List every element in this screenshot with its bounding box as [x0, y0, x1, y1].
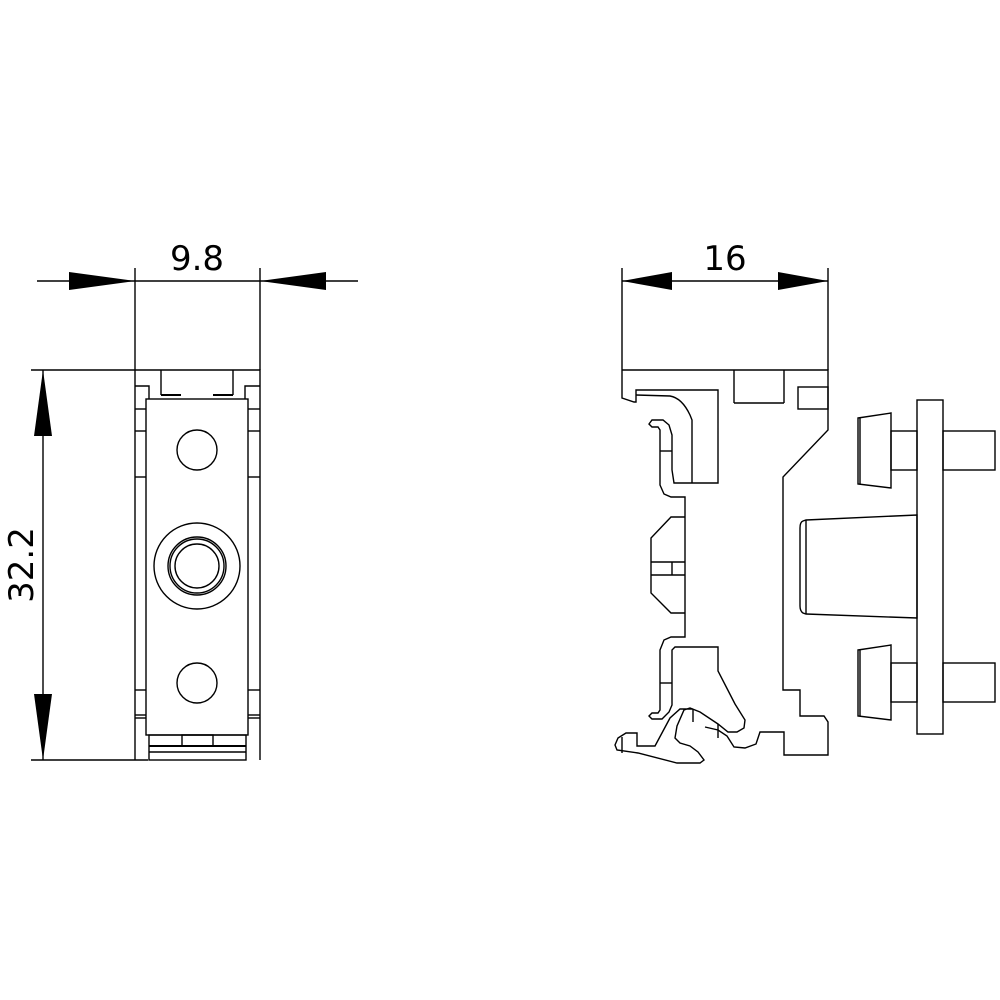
- top-cap: [857, 412, 892, 489]
- arrowhead: [34, 370, 52, 436]
- pushbutton-assembly: [799, 399, 996, 735]
- arrowhead: [34, 694, 52, 760]
- center-boss: [153, 522, 241, 610]
- mounting-plate: [916, 399, 944, 735]
- depth-dimension: 16: [621, 239, 829, 370]
- front-body: [134, 369, 261, 761]
- bottom-cap: [857, 644, 892, 721]
- arrowhead: [778, 272, 828, 290]
- center-hole: [174, 543, 220, 589]
- height-dimension: 32.2: [2, 369, 148, 761]
- arrowhead: [69, 272, 135, 290]
- height-dimension-label: 32.2: [2, 527, 42, 603]
- top-screw-hole: [176, 429, 218, 471]
- front-view: 9.8 32.2: [2, 239, 358, 761]
- arrowhead: [260, 272, 326, 290]
- width-dimension: 9.8: [37, 239, 358, 370]
- bottom-screw-hole: [176, 662, 218, 704]
- front-plate: [145, 398, 249, 736]
- side-view: 16: [614, 239, 996, 764]
- center-plunger: [799, 514, 918, 619]
- bottom-pin: [942, 662, 996, 703]
- top-pin: [942, 430, 996, 471]
- arrowhead: [622, 272, 672, 290]
- side-body: [614, 369, 829, 764]
- depth-dimension-label: 16: [703, 239, 746, 279]
- width-dimension-label: 9.8: [170, 239, 224, 279]
